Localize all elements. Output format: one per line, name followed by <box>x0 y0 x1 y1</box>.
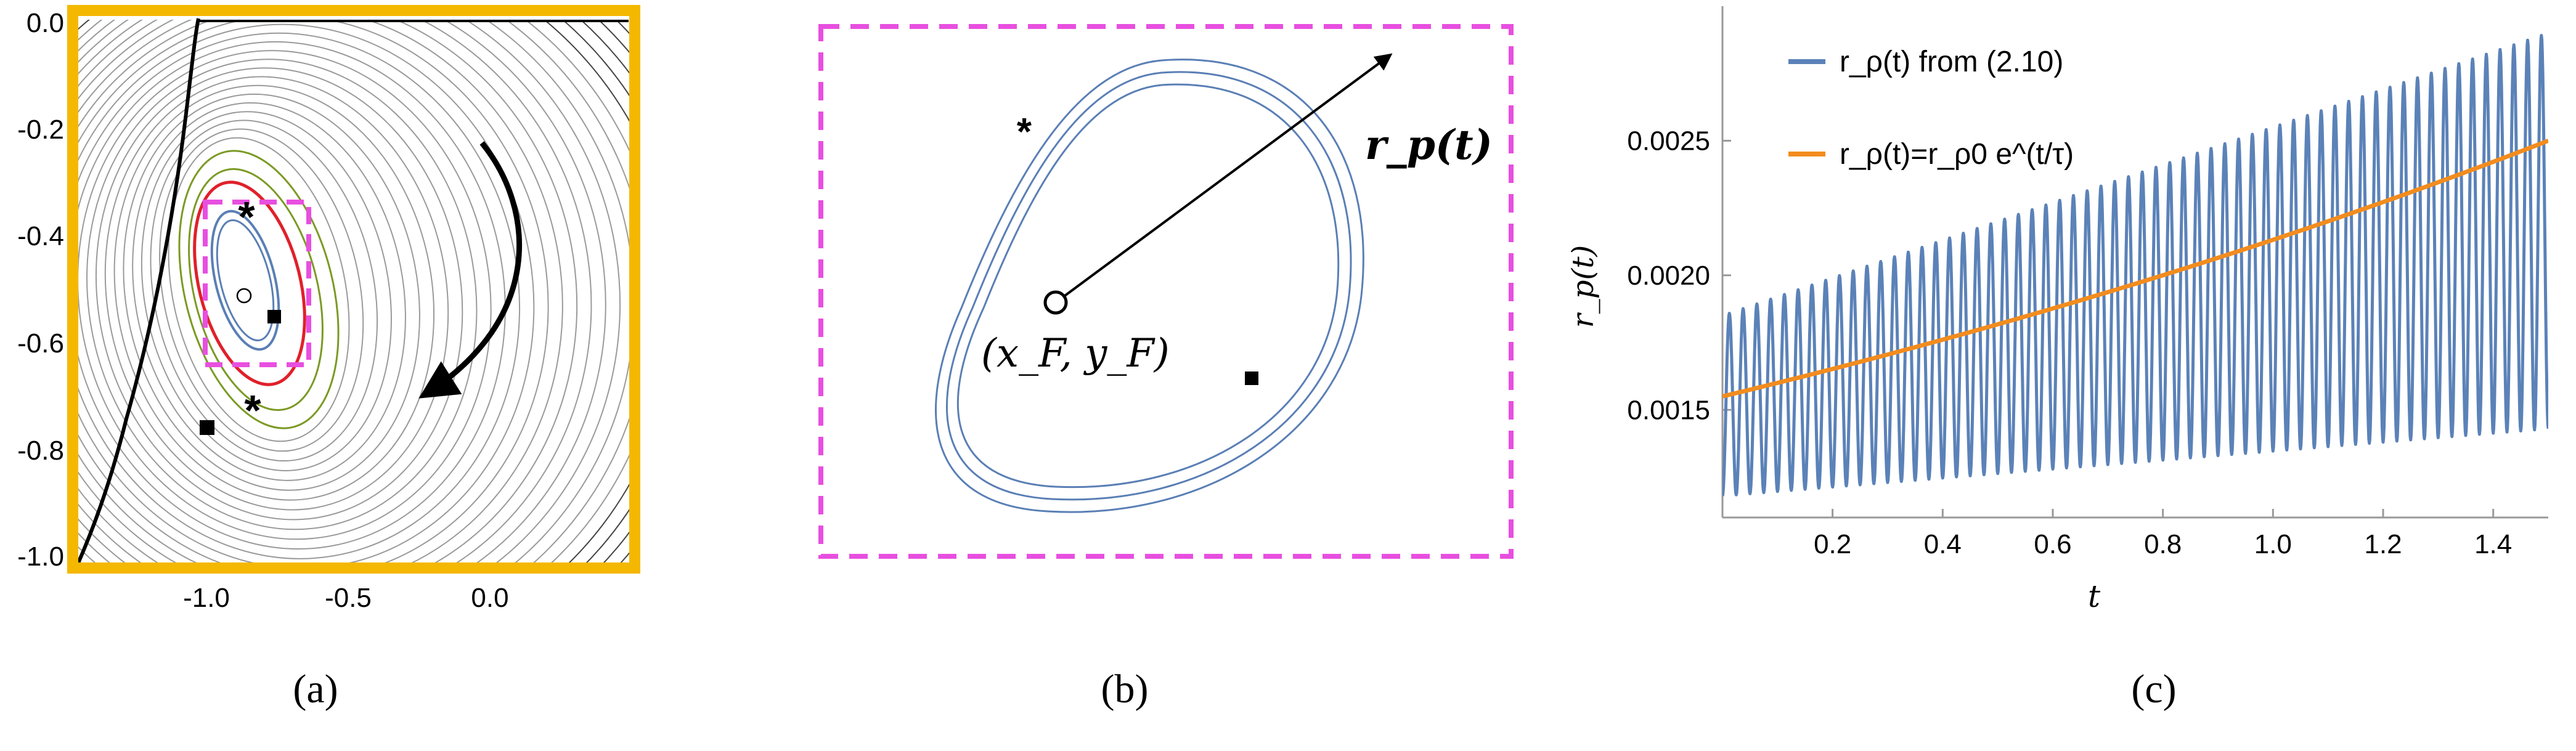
orbit-inner <box>956 83 1340 489</box>
contour-line <box>73 20 635 568</box>
star-marker: * <box>1017 111 1032 153</box>
contour-line <box>73 41 506 550</box>
x-axis-label: t <box>2088 578 2101 614</box>
vector-label: r_p(t) <box>1365 121 1493 169</box>
x-tick-label: 0.6 <box>2034 529 2071 559</box>
chart-ticks: 0.2 0.4 0.6 0.8 1.0 1.2 1.4 0.0015 0.0020 0.0025 <box>1627 126 2512 559</box>
fixed-point-marker <box>236 288 252 304</box>
contour-line <box>77 50 492 540</box>
position-vector-arrow <box>1054 53 1393 304</box>
contour-line <box>73 20 592 568</box>
contour-line <box>113 84 435 501</box>
contour-line <box>73 20 621 568</box>
star-marker-top: * <box>238 193 255 241</box>
orbit-outer <box>935 59 1364 513</box>
separatrix-curve <box>73 18 200 571</box>
contour-line <box>132 102 406 481</box>
y-tick-label: 0.0025 <box>1627 126 1710 156</box>
contour-line <box>73 20 549 568</box>
flow-direction-arrow <box>418 141 523 399</box>
contour-line <box>95 67 463 521</box>
x-tick-label: 1.0 <box>2254 529 2292 559</box>
contour-line <box>141 111 392 471</box>
fixed-point-marker <box>1043 290 1068 315</box>
series-line-oscillating <box>1722 34 2548 497</box>
contour-line <box>73 20 578 568</box>
contour-line <box>73 32 521 559</box>
contour-line <box>159 128 364 452</box>
y-tick-label: 0.0020 <box>1627 261 1710 291</box>
center-label: (x_F, y_F) <box>981 331 1170 376</box>
contour-line <box>86 59 478 530</box>
contour-line <box>73 20 635 568</box>
green-outer-orbit <box>178 150 340 429</box>
contour-lines <box>73 20 635 568</box>
chart-series <box>1722 34 2548 497</box>
green-inner-orbit <box>188 168 324 412</box>
contour-line <box>123 93 420 491</box>
y-tick-label: -0.4 <box>17 221 64 251</box>
panel-a-y-ticks: 0.0 -0.2 -0.4 -0.6 -0.8 -1.0 <box>17 8 64 572</box>
x-tick-label: -1.0 <box>183 583 230 613</box>
square-marker <box>1245 371 1258 385</box>
x-tick-label: 1.2 <box>2364 529 2402 559</box>
x-tick-label: 0.2 <box>1814 529 1851 559</box>
contour-line <box>73 20 563 568</box>
panel-a: * * 0.0 -0.2 -0.4 -0.6 -0.8 -1.0 -1.0 -0… <box>17 5 640 712</box>
square-marker-inner <box>267 310 281 323</box>
x-tick-label: 0.8 <box>2144 529 2182 559</box>
caption-b: (b) <box>1101 667 1149 712</box>
y-tick-label: -0.8 <box>17 436 64 466</box>
zoom-box <box>203 200 311 367</box>
caption-c: (c) <box>2131 667 2176 712</box>
zoom-box-b <box>818 24 1514 559</box>
y-tick-label: 0.0 <box>26 8 64 38</box>
contour-line <box>168 137 350 442</box>
contour-line <box>150 120 378 462</box>
y-axis-label: r_p(t) <box>1566 245 1600 328</box>
red-orbit <box>193 181 306 386</box>
panel-a-x-ticks: -1.0 -0.5 0.0 <box>183 583 509 613</box>
legend: r_ρ(t) from (2.10) r_ρ(t)=r_ρ0 e^(t/τ) <box>1788 46 2074 171</box>
blue-orbit-outer <box>210 209 280 351</box>
legend-label-orange: r_ρ(t)=r_ρ0 e^(t/τ) <box>1840 138 2074 171</box>
x-tick-label: 1.4 <box>2474 529 2512 559</box>
orbit-middle <box>945 71 1352 501</box>
contour-line <box>73 20 635 568</box>
legend-label-blue: r_ρ(t) from (2.10) <box>1840 46 2063 78</box>
series-line-exponential <box>1722 139 2548 399</box>
caption-a: (a) <box>293 667 338 712</box>
y-tick-label: -0.2 <box>17 115 64 145</box>
square-marker-outer <box>200 420 214 435</box>
panel-a-frame <box>67 5 640 574</box>
star-marker-bottom: * <box>244 386 261 434</box>
y-tick-label: 0.0015 <box>1627 395 1710 425</box>
contour-line <box>73 20 606 568</box>
blue-orbit-inner <box>216 219 275 342</box>
x-tick-label: 0.4 <box>1924 529 1962 559</box>
contour-line <box>104 76 449 511</box>
contour-line <box>73 20 635 568</box>
y-tick-label: -0.6 <box>17 328 64 359</box>
y-tick-label: -1.0 <box>17 542 64 572</box>
x-tick-label: 0.0 <box>471 583 508 613</box>
panel-b: * (x_F, y_F) r_p(t) (b) <box>818 24 1514 712</box>
x-tick-label: -0.5 <box>325 583 372 613</box>
